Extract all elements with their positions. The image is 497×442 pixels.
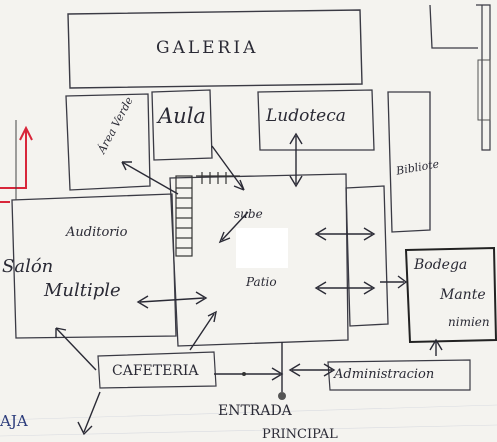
entrance-marker-icon bbox=[278, 392, 286, 400]
bodega-label-1: Bodega bbox=[414, 257, 468, 273]
top-right-wall bbox=[429, 4, 478, 49]
area-verde-room bbox=[65, 93, 151, 191]
background-grid-lines bbox=[0, 404, 497, 437]
sube-label: sube bbox=[234, 207, 263, 221]
patio-room bbox=[169, 173, 349, 347]
administracion-room bbox=[327, 359, 471, 391]
baja-label: AJA bbox=[0, 412, 28, 430]
entrada-label-2: PRINCIPAL bbox=[262, 427, 338, 442]
biblioteca-room bbox=[387, 91, 431, 233]
ludoteca-label: Ludoteca bbox=[266, 106, 346, 126]
corridor-room bbox=[345, 185, 389, 327]
galeria-label: GALERIA bbox=[156, 38, 259, 58]
connector-arrows bbox=[55, 132, 443, 436]
right-edge-windows bbox=[477, 59, 491, 121]
salon-multiple-label-2: Multiple bbox=[44, 280, 121, 301]
red-arrow-icon bbox=[0, 125, 33, 203]
entrada-label-1: ENTRADA bbox=[218, 403, 292, 419]
bodega-label-3: nimien bbox=[448, 315, 490, 329]
bodega-label-2: Mante bbox=[440, 287, 486, 303]
bodega-room bbox=[404, 246, 497, 344]
cafeteria-label: CAFETERIA bbox=[112, 363, 199, 379]
cafeteria-room bbox=[97, 351, 217, 389]
right-edge-structure bbox=[476, 4, 491, 151]
stairs bbox=[175, 172, 240, 257]
auditorio-label: Auditorio bbox=[66, 225, 128, 240]
auditorio-room bbox=[11, 193, 177, 339]
patio-label: Patio bbox=[246, 275, 277, 289]
aula-room bbox=[151, 89, 213, 161]
patio-white-patch bbox=[236, 228, 288, 268]
administracion-label: Administracion bbox=[334, 367, 435, 382]
ludoteca-room bbox=[257, 89, 375, 151]
salon-multiple-label-1: Salón bbox=[2, 256, 54, 277]
aula-label: Aula bbox=[158, 104, 206, 128]
galeria-room bbox=[67, 9, 363, 89]
